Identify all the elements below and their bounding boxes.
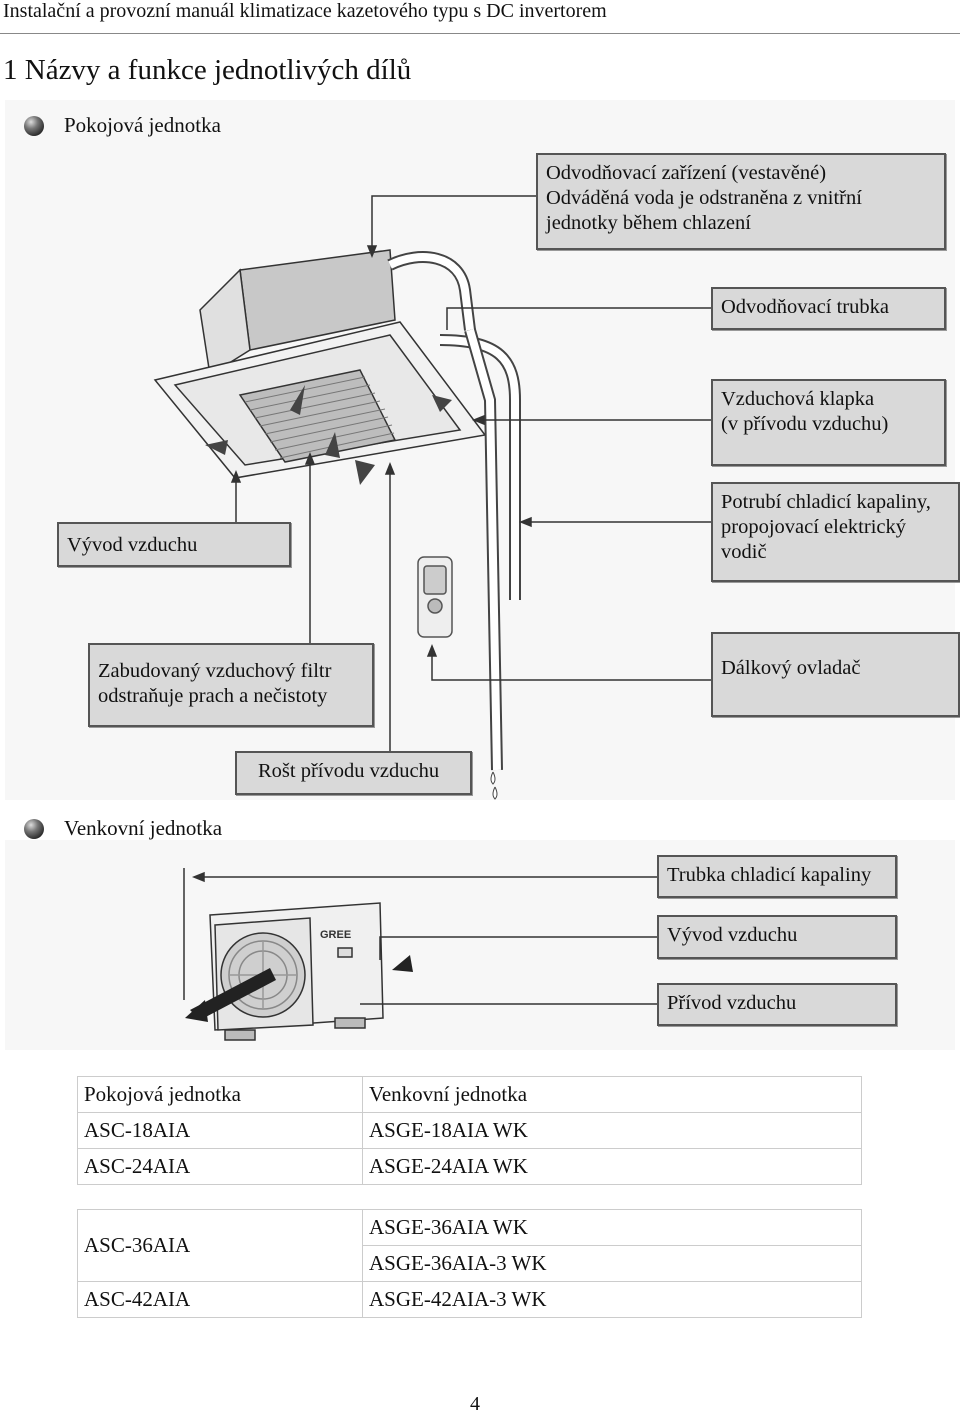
table-cell: ASC-24AIA	[77, 1148, 363, 1185]
outdoor-heading-text: Venkovní jednotka	[64, 816, 223, 840]
table-cell: ASC-42AIA	[77, 1281, 363, 1318]
table-row: Pokojová jednotka Venkovní jednotka	[77, 1076, 862, 1113]
table-cell: ASC-18AIA	[77, 1112, 363, 1149]
cassette-unit-drawing	[153, 249, 521, 771]
bullet-icon	[24, 818, 44, 839]
remote-drawing	[417, 556, 453, 638]
table-cell: ASGE-36AIA-3 WK	[362, 1245, 862, 1282]
model-table-2: ASC-36AIA ASGE-36AIA WK ASGE-36AIA-3 WK …	[77, 1209, 862, 1318]
label-remote-control: Dálkový ovladač	[711, 632, 960, 717]
table-row: ASGE-36AIA-3 WK	[78, 1245, 862, 1282]
page-number: 4	[470, 1393, 480, 1415]
outdoor-heading: Venkovní jednotka	[24, 816, 222, 841]
table-cell: ASGE-18AIA WK	[362, 1112, 862, 1149]
label-outdoor-inlet: Přívod vzduchu	[657, 983, 897, 1026]
label-air-outlet: Vývod vzduchu	[57, 522, 291, 567]
table-cell: ASGE-42AIA-3 WK	[362, 1281, 862, 1318]
table-row: ASC-36AIA ASGE-36AIA WK	[77, 1209, 862, 1282]
model-table-1: Pokojová jednotka Venkovní jednotka ASC-…	[77, 1076, 862, 1185]
label-air-flap: Vzduchová klapka (v přívodu vzduchu)	[711, 379, 946, 466]
table-row: ASC-24AIA ASGE-24AIA WK	[77, 1148, 862, 1185]
brand-logo: GREE	[320, 929, 351, 941]
table-cell: ASGE-24AIA WK	[362, 1148, 862, 1185]
table-header-cell: Pokojová jednotka	[77, 1076, 363, 1113]
header-divider	[0, 33, 960, 34]
outdoor-unit-drawing	[209, 902, 384, 1041]
label-refrigerant-pipe: Trubka chladicí kapaliny	[657, 855, 897, 898]
table-header-cell: Venkovní jednotka	[362, 1076, 862, 1113]
table-cell: ASC-36AIA	[77, 1209, 363, 1282]
table-row: ASC-42AIA ASGE-42AIA-3 WK	[77, 1281, 862, 1318]
document-header: Instalační a provozní manuál klimatizace…	[3, 0, 607, 22]
label-intake-grille: Rošt přívodu vzduchu	[235, 751, 472, 795]
table-row: ASC-18AIA ASGE-18AIA WK	[77, 1112, 862, 1149]
label-drain-device: Odvodňovací zařízení (vestavěné) Odváděn…	[536, 153, 946, 250]
indoor-heading: Pokojová jednotka	[24, 113, 221, 138]
table-cell: ASGE-36AIA WK	[362, 1209, 862, 1246]
label-drain-pipe: Odvodňovací trubka	[711, 287, 946, 330]
label-refrigerant-pipes: Potrubí chladicí kapaliny, propojovací e…	[711, 482, 960, 582]
indoor-heading-text: Pokojová jednotka	[64, 113, 221, 137]
bullet-icon	[24, 115, 44, 136]
label-outdoor-outlet: Vývod vzduchu	[657, 915, 897, 959]
label-air-filter: Zabudovaný vzduchový filtr odstraňuje pr…	[88, 643, 374, 727]
section-title: 1 Názvy a funkce jednotlivých dílů	[3, 54, 412, 86]
